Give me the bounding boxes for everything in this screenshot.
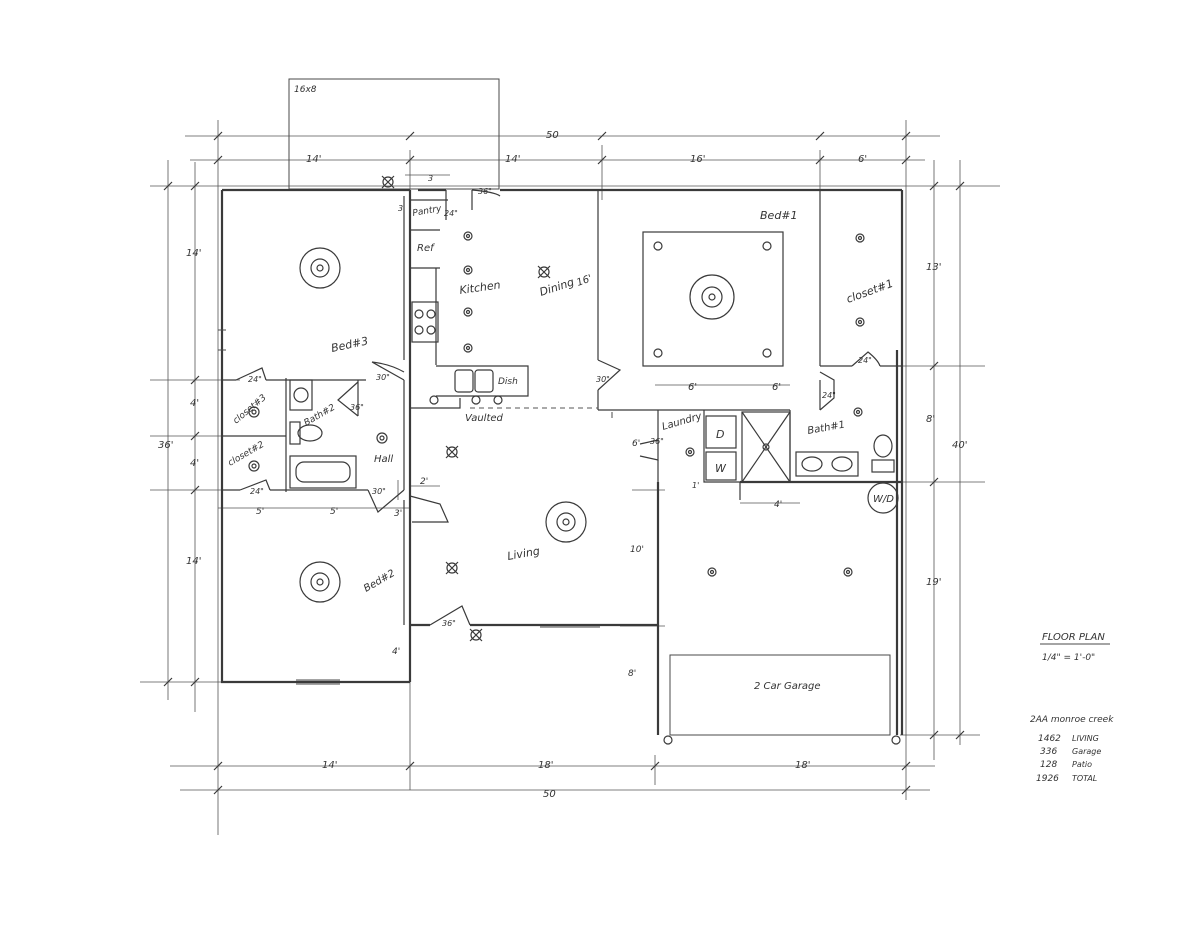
- label-dish: Dish: [498, 377, 518, 387]
- dim-top-2: 14': [505, 154, 520, 165]
- label-bath1: Bath#1: [807, 420, 846, 437]
- dim-bed2-4: 4': [392, 647, 400, 657]
- dim-closet-5b: 5': [330, 507, 338, 517]
- dim-bottom-2: 18': [538, 760, 553, 771]
- dim-left-4: 14': [186, 556, 201, 567]
- dim-overall-depth: 36': [158, 440, 173, 451]
- dim-bed1-a: 6': [688, 382, 697, 393]
- patio: [288, 78, 500, 190]
- label-garage: 2 Car Garage: [754, 681, 821, 692]
- door-closet2: 24": [250, 487, 264, 496]
- door-labels: 36" 24" 30" 30" 36" 24" 24" 24" 36" 24" …: [248, 187, 872, 628]
- exterior-walls: [220, 188, 904, 736]
- door-closet3: 24": [248, 375, 262, 384]
- label-kitchen: Kitchen: [459, 278, 502, 297]
- door-swings: [235, 189, 881, 626]
- dim-right-2: 8': [926, 414, 935, 425]
- dim-hall-2: 2': [420, 477, 428, 487]
- label-wd: W/D: [873, 494, 894, 505]
- dim-closet-5a: 5': [256, 507, 264, 517]
- dim-top-4: 6': [858, 154, 867, 165]
- fan-icon-living: [545, 501, 587, 543]
- area-label-patio: Patio: [1072, 760, 1092, 769]
- dim-left-3: 4': [190, 458, 199, 469]
- dim-pantry-d: 3: [398, 204, 403, 213]
- area-value-living: 1462: [1038, 734, 1061, 744]
- dim-bottom-3: 18': [795, 760, 810, 771]
- dim-top-1: 14': [306, 154, 321, 165]
- label-living: Living: [506, 544, 540, 562]
- door-bed2: 30": [372, 487, 386, 496]
- label-bath2: Bath#2: [303, 403, 338, 429]
- dim-living-8: 8': [628, 669, 636, 679]
- label-dining: Dining: [538, 276, 576, 299]
- ceiling-fans: [299, 247, 587, 603]
- dim-overall-depth-right: 40': [952, 440, 967, 451]
- label-patio: 16x8: [294, 85, 317, 95]
- door-pantry: 24": [444, 209, 458, 218]
- dim-overall-top: 50: [546, 130, 559, 141]
- dim-right-3: 19': [926, 577, 941, 588]
- fan-icon-bed2: [299, 561, 341, 603]
- title-block: FLOOR PLAN 1/4" = 1'-0" 2AA monroe creek…: [1030, 632, 1114, 784]
- plan-title: FLOOR PLAN: [1042, 632, 1105, 643]
- door-living: 36": [442, 619, 456, 628]
- label-dryer: D: [716, 428, 724, 441]
- door-bath1: 24": [822, 391, 836, 400]
- plan-scale: 1/4" = 1'-0": [1042, 653, 1095, 663]
- area-label-total: TOTAL: [1072, 774, 1097, 783]
- door-bed1: 30": [596, 375, 610, 384]
- dim-left-1: 14': [186, 248, 201, 259]
- area-value-total: 1926: [1036, 774, 1059, 784]
- dim-overall-bottom: 50: [543, 789, 556, 800]
- plan-name: 2AA monroe creek: [1030, 715, 1114, 725]
- dim-top-3: 16': [690, 154, 705, 165]
- dimension-ticks: [163, 131, 965, 795]
- label-closet1: closet#1: [845, 277, 895, 306]
- dim-laundry-1: 1': [692, 481, 699, 490]
- dim-bed1-b: 6': [772, 382, 781, 393]
- area-label-living: LIVING: [1072, 734, 1099, 743]
- door-bath2: 36": [350, 403, 364, 412]
- label-ref: Ref: [417, 243, 435, 254]
- door-closet1: 24": [858, 356, 872, 365]
- interior-walls: [222, 190, 902, 625]
- door-kitchen: 36": [478, 187, 492, 196]
- dim-bottom-1: 14': [322, 760, 337, 771]
- label-hall: Hall: [374, 454, 393, 465]
- dimension-lines: [140, 120, 1000, 835]
- label-bed3: Bed#3: [330, 334, 369, 355]
- dim-dining: 16': [575, 273, 593, 289]
- area-value-garage: 336: [1040, 747, 1057, 757]
- dim-right-1: 13': [926, 262, 941, 273]
- label-closet3: closet#3: [232, 393, 269, 427]
- label-pantry: Pantry: [412, 204, 443, 219]
- label-vaulted: Vaulted: [465, 413, 504, 424]
- label-bed1: Bed#1: [760, 209, 798, 222]
- bath-fixtures: [289, 379, 899, 514]
- light-fixtures: [248, 175, 901, 745]
- dimension-labels: 50 14' 14' 16' 6' 14' 18' 18' 50 14' 4' …: [158, 130, 967, 800]
- dim-laundry-6: 6': [632, 439, 640, 449]
- label-washer: W: [715, 462, 727, 475]
- dim-hall-3: 3': [394, 509, 402, 519]
- area-value-patio: 128: [1040, 760, 1057, 770]
- area-label-garage: Garage: [1072, 747, 1101, 756]
- dim-pantry-w: 3: [428, 174, 433, 183]
- door-laundry: 36": [650, 437, 664, 446]
- fan-icon-bed3: [299, 247, 341, 289]
- label-laundry: Laundry: [661, 411, 704, 433]
- label-closet2: closet#2: [227, 440, 267, 469]
- door-hall: 30": [376, 373, 390, 382]
- dim-living-10: 10': [630, 545, 644, 555]
- label-bed2: Bed#2: [362, 568, 397, 595]
- dim-bath-4: 4': [774, 500, 782, 510]
- openings: [218, 329, 613, 685]
- kitchen-fixtures: [411, 301, 529, 397]
- tray-ceiling: [642, 231, 784, 367]
- dim-left-2: 4': [190, 398, 199, 409]
